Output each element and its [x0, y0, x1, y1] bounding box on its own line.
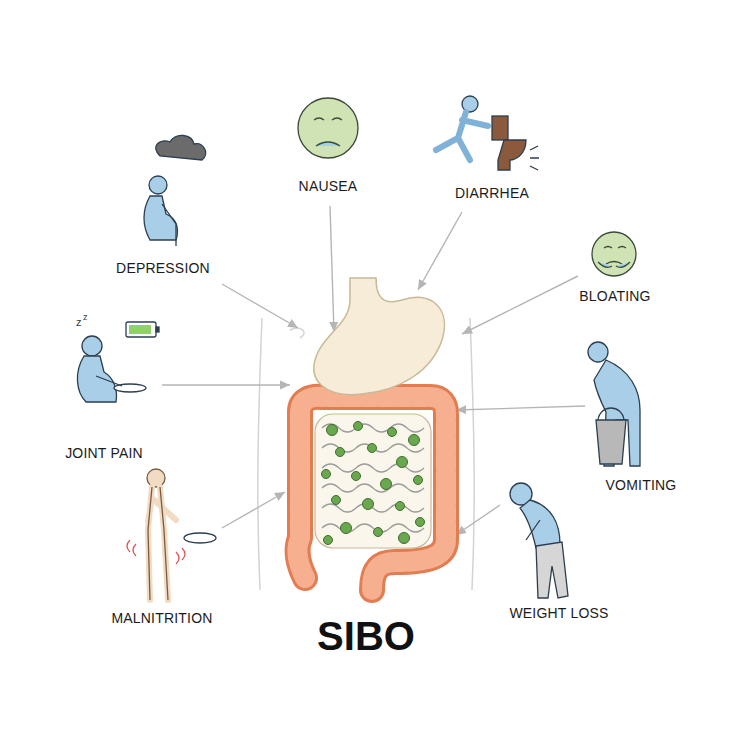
symptom-label: DEPRESSION	[114, 260, 212, 276]
bacteria-dot	[374, 528, 383, 537]
nausea-icon	[298, 98, 358, 158]
depression-icon	[144, 135, 206, 246]
stomach	[314, 278, 445, 395]
bacteria-dot	[327, 425, 338, 436]
bacteria-dot	[363, 499, 374, 510]
bacteria-dot	[368, 444, 377, 453]
bacteria-dot	[336, 448, 345, 457]
diarrhea-icon	[436, 96, 539, 170]
svg-text:z: z	[83, 312, 88, 322]
bloating-icon	[592, 232, 636, 276]
symptom-label: DIARRHEA	[453, 185, 531, 201]
intestine-loop	[322, 464, 424, 472]
bacteria-dot	[397, 457, 408, 468]
vomiting-icon	[588, 342, 640, 466]
symptom-label: NAUSEA	[297, 178, 360, 194]
bacteria-dot	[352, 472, 361, 481]
svg-text:z: z	[76, 316, 82, 328]
bacteria-dot	[324, 536, 333, 545]
large-intestine	[297, 397, 446, 590]
bacteria-dot	[399, 533, 410, 544]
small-intestine	[315, 414, 431, 548]
symptom-label: VOMITING	[604, 477, 679, 493]
bacteria-dot	[354, 422, 363, 431]
bacteria-dot	[416, 518, 425, 527]
symptom-label: JOINT PAIN	[63, 445, 145, 461]
title: SIBO	[317, 614, 415, 659]
joint-pain-icon: z z	[76, 312, 159, 402]
bacteria-dot	[414, 476, 423, 485]
bacteria-dot	[322, 470, 331, 479]
malnutrition-icon	[127, 469, 216, 600]
symptom-label: BLOATING	[577, 288, 652, 304]
symptom-label: WEIGHT LOSS	[507, 605, 610, 621]
intestine-loop	[322, 484, 424, 492]
symptom-label: MALNITRITION	[109, 610, 214, 626]
bacteria-dot	[341, 523, 352, 534]
bacteria-dot	[396, 502, 405, 511]
intestine-loop	[322, 524, 424, 532]
bacteria-dot	[381, 479, 392, 490]
bacteria-dot	[388, 428, 397, 437]
bacteria-dot	[332, 496, 341, 505]
bacteria-dot	[409, 435, 420, 446]
weight-loss-icon	[510, 483, 568, 598]
